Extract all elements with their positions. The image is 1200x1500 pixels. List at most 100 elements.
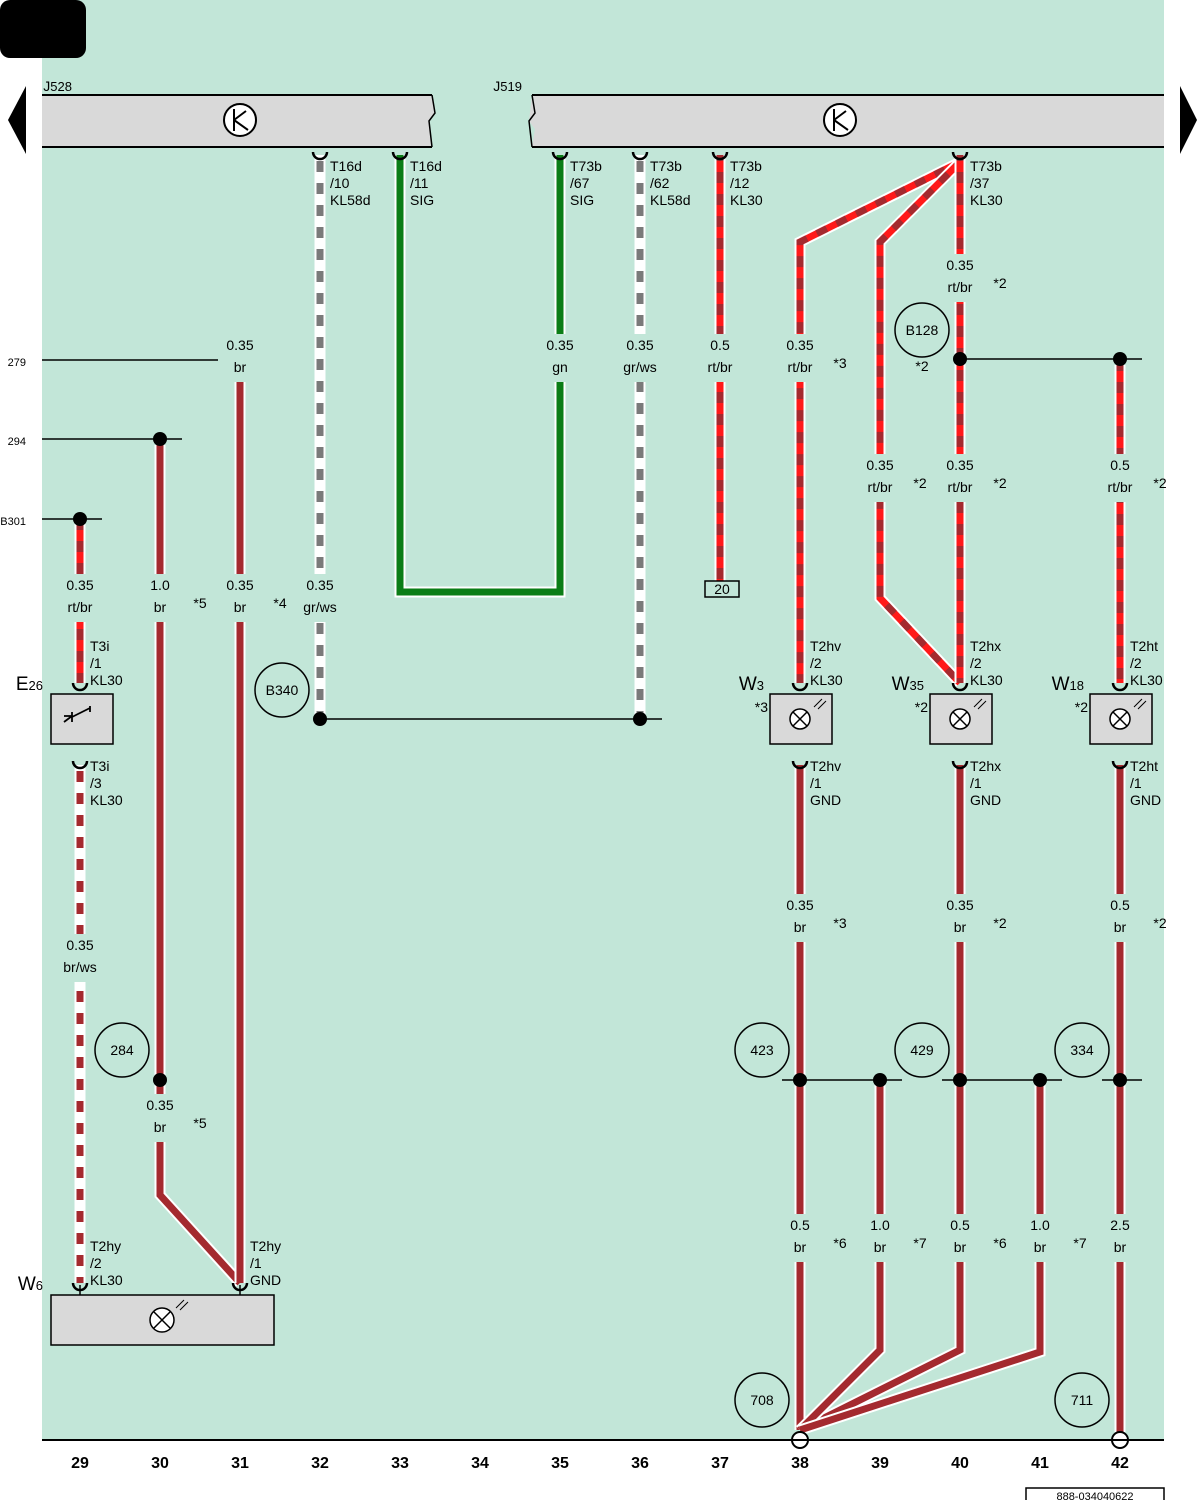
ref-circle-B128-label: B128 <box>906 322 939 338</box>
ref-circle-c711-label: 711 <box>1071 1392 1094 1408</box>
pin-T73b_67-signal: SIG <box>570 192 594 208</box>
module-j519-label-number: 519 <box>500 79 522 94</box>
wire-size-w40b: 0.35 <box>946 457 973 473</box>
junction-dot <box>1113 1073 1127 1087</box>
switch-e26-bottom-pin: /3 <box>90 775 102 791</box>
side-ref-294: 294 <box>8 436 26 448</box>
pin-T73b_67-connector: T73b <box>570 158 602 174</box>
ref-circle-c708-label: 708 <box>750 1392 774 1408</box>
wire-39-upper-stripe <box>876 159 963 686</box>
switch-e26-label: E26 <box>16 674 43 695</box>
wire-note-w40b: *2 <box>993 475 1006 491</box>
ref-circle-c429-label: 429 <box>910 1042 934 1058</box>
wire-label-gap <box>298 574 342 622</box>
wire-label-gap <box>938 254 982 302</box>
connector-T73b_37 <box>951 151 969 161</box>
wire-size-w41: 1.0 <box>1030 1217 1050 1233</box>
switch-e26-top-connector <box>71 682 89 692</box>
wire-color-w30a: br <box>154 599 167 615</box>
junction-dot <box>633 712 647 726</box>
lamp-W3-top-conn: T2hv <box>810 638 841 654</box>
wire-label-gap <box>778 894 822 942</box>
doc-number: 888-034040622 <box>1056 1491 1133 1500</box>
switch-e26-top-sig: KL30 <box>90 672 123 688</box>
pin-T73b_37-signal: KL30 <box>970 192 1003 208</box>
column-tick-label: 42 <box>1111 1455 1129 1472</box>
lamp-W3-note: *3 <box>755 699 768 715</box>
wire-label-gap <box>778 1214 822 1262</box>
lamp-W35-top-connector <box>951 682 969 692</box>
module-j519-break <box>528 94 536 148</box>
wire-color-w41: br <box>1034 1239 1047 1255</box>
junction-dot <box>873 1073 887 1087</box>
junction-dot <box>73 512 87 526</box>
ref-circle-c423-label: 423 <box>750 1042 774 1058</box>
column-tick-label: 41 <box>1031 1455 1049 1472</box>
column-tick-label: 31 <box>231 1455 249 1472</box>
nav-right-arrow-icon <box>1180 86 1197 154</box>
wire-size-w40d: 0.5 <box>950 1217 970 1233</box>
lamp-W18-bottom-connector <box>1111 760 1129 770</box>
wire-color-w40d: br <box>954 1239 967 1255</box>
lamp-W3-top-sig: KL30 <box>810 672 843 688</box>
wire-label-gap <box>58 934 102 982</box>
junction-dot <box>313 712 327 726</box>
diagram-background <box>42 0 1164 1440</box>
column-tick-label: 32 <box>311 1455 329 1472</box>
switch-box-e26 <box>50 693 114 745</box>
pin-T16d_11-connector: T16d <box>410 158 442 174</box>
wire-label-gap <box>218 334 262 382</box>
column-tick-label: 37 <box>711 1455 729 1472</box>
wire-color-w39a: rt/br <box>868 479 893 495</box>
lamp-W18-bottom-conn: T2ht <box>1130 758 1158 774</box>
lamp-W35-rays <box>973 698 987 710</box>
wire-color-w38c: br <box>794 1239 807 1255</box>
lamp-W35-top-pin: /2 <box>970 655 982 671</box>
lamp-W3-bottom-pin: /1 <box>810 775 822 791</box>
column-tick-label: 35 <box>551 1455 569 1472</box>
ref-circle-c423 <box>734 1022 790 1078</box>
wire-color-w40b: rt/br <box>948 479 973 495</box>
page-tab-marker <box>0 0 86 58</box>
wire-color-w42c: br <box>1114 1239 1127 1255</box>
pin-T73b_62-connector: T73b <box>650 158 682 174</box>
lamp-W18-top-sig: KL30 <box>1130 672 1163 688</box>
pin-T16d_11-number: /11 <box>410 175 429 191</box>
wire-label-gap <box>58 574 102 622</box>
switch-e26-label-letter: E <box>16 674 29 695</box>
wire-size-w42c: 2.5 <box>1110 1217 1130 1233</box>
lamp-W18-note: *2 <box>1075 699 1088 715</box>
lamp-W18-bottom-pin: /1 <box>1130 775 1142 791</box>
junction-dot <box>793 1073 807 1087</box>
lamp-W35-bottom-pin: /1 <box>970 775 982 791</box>
wire-color-w42a: rt/br <box>1108 479 1133 495</box>
wire-label-gap <box>858 454 902 502</box>
switch-e26-bottom-connector <box>71 760 89 770</box>
wire-size-w37: 0.5 <box>710 337 730 353</box>
lamp-W3-label-number: 3 <box>757 678 764 693</box>
wire-note-w30a: *5 <box>193 595 206 611</box>
side-ref-279: 279 <box>8 357 26 369</box>
wire-color-w31a: br <box>234 599 247 615</box>
wire-size-w38c: 0.5 <box>790 1217 810 1233</box>
connector-T73b_67 <box>551 151 569 161</box>
switch-e26-top-pin: /1 <box>90 655 102 671</box>
wire-label-gap <box>138 574 182 622</box>
lamp-W18-rays <box>1133 698 1147 710</box>
side-ref-b301: B301 <box>0 516 26 528</box>
lamp-W18-label-letter: W <box>1052 674 1070 695</box>
wire-41-lower <box>798 1080 1044 1434</box>
wire-size-w32: 0.35 <box>306 577 333 593</box>
wire-color-w29a: rt/br <box>68 599 93 615</box>
lamp-W35-top-sig: KL30 <box>970 672 1003 688</box>
wire-note-w38b: *3 <box>833 915 846 931</box>
doc-number-box <box>1025 1487 1165 1500</box>
wire-color-w35: gn <box>552 359 568 375</box>
lamp-W35-bottom-connector <box>951 760 969 770</box>
wire-note-w40a: *2 <box>993 275 1006 291</box>
wire-color-w279: br <box>234 359 247 375</box>
lamp-w6-left-sig: KL30 <box>90 1272 123 1288</box>
wire-note-w30b: *5 <box>193 1115 206 1131</box>
wire-color-w40c: br <box>954 919 967 935</box>
column-tick-label: 38 <box>791 1455 809 1472</box>
